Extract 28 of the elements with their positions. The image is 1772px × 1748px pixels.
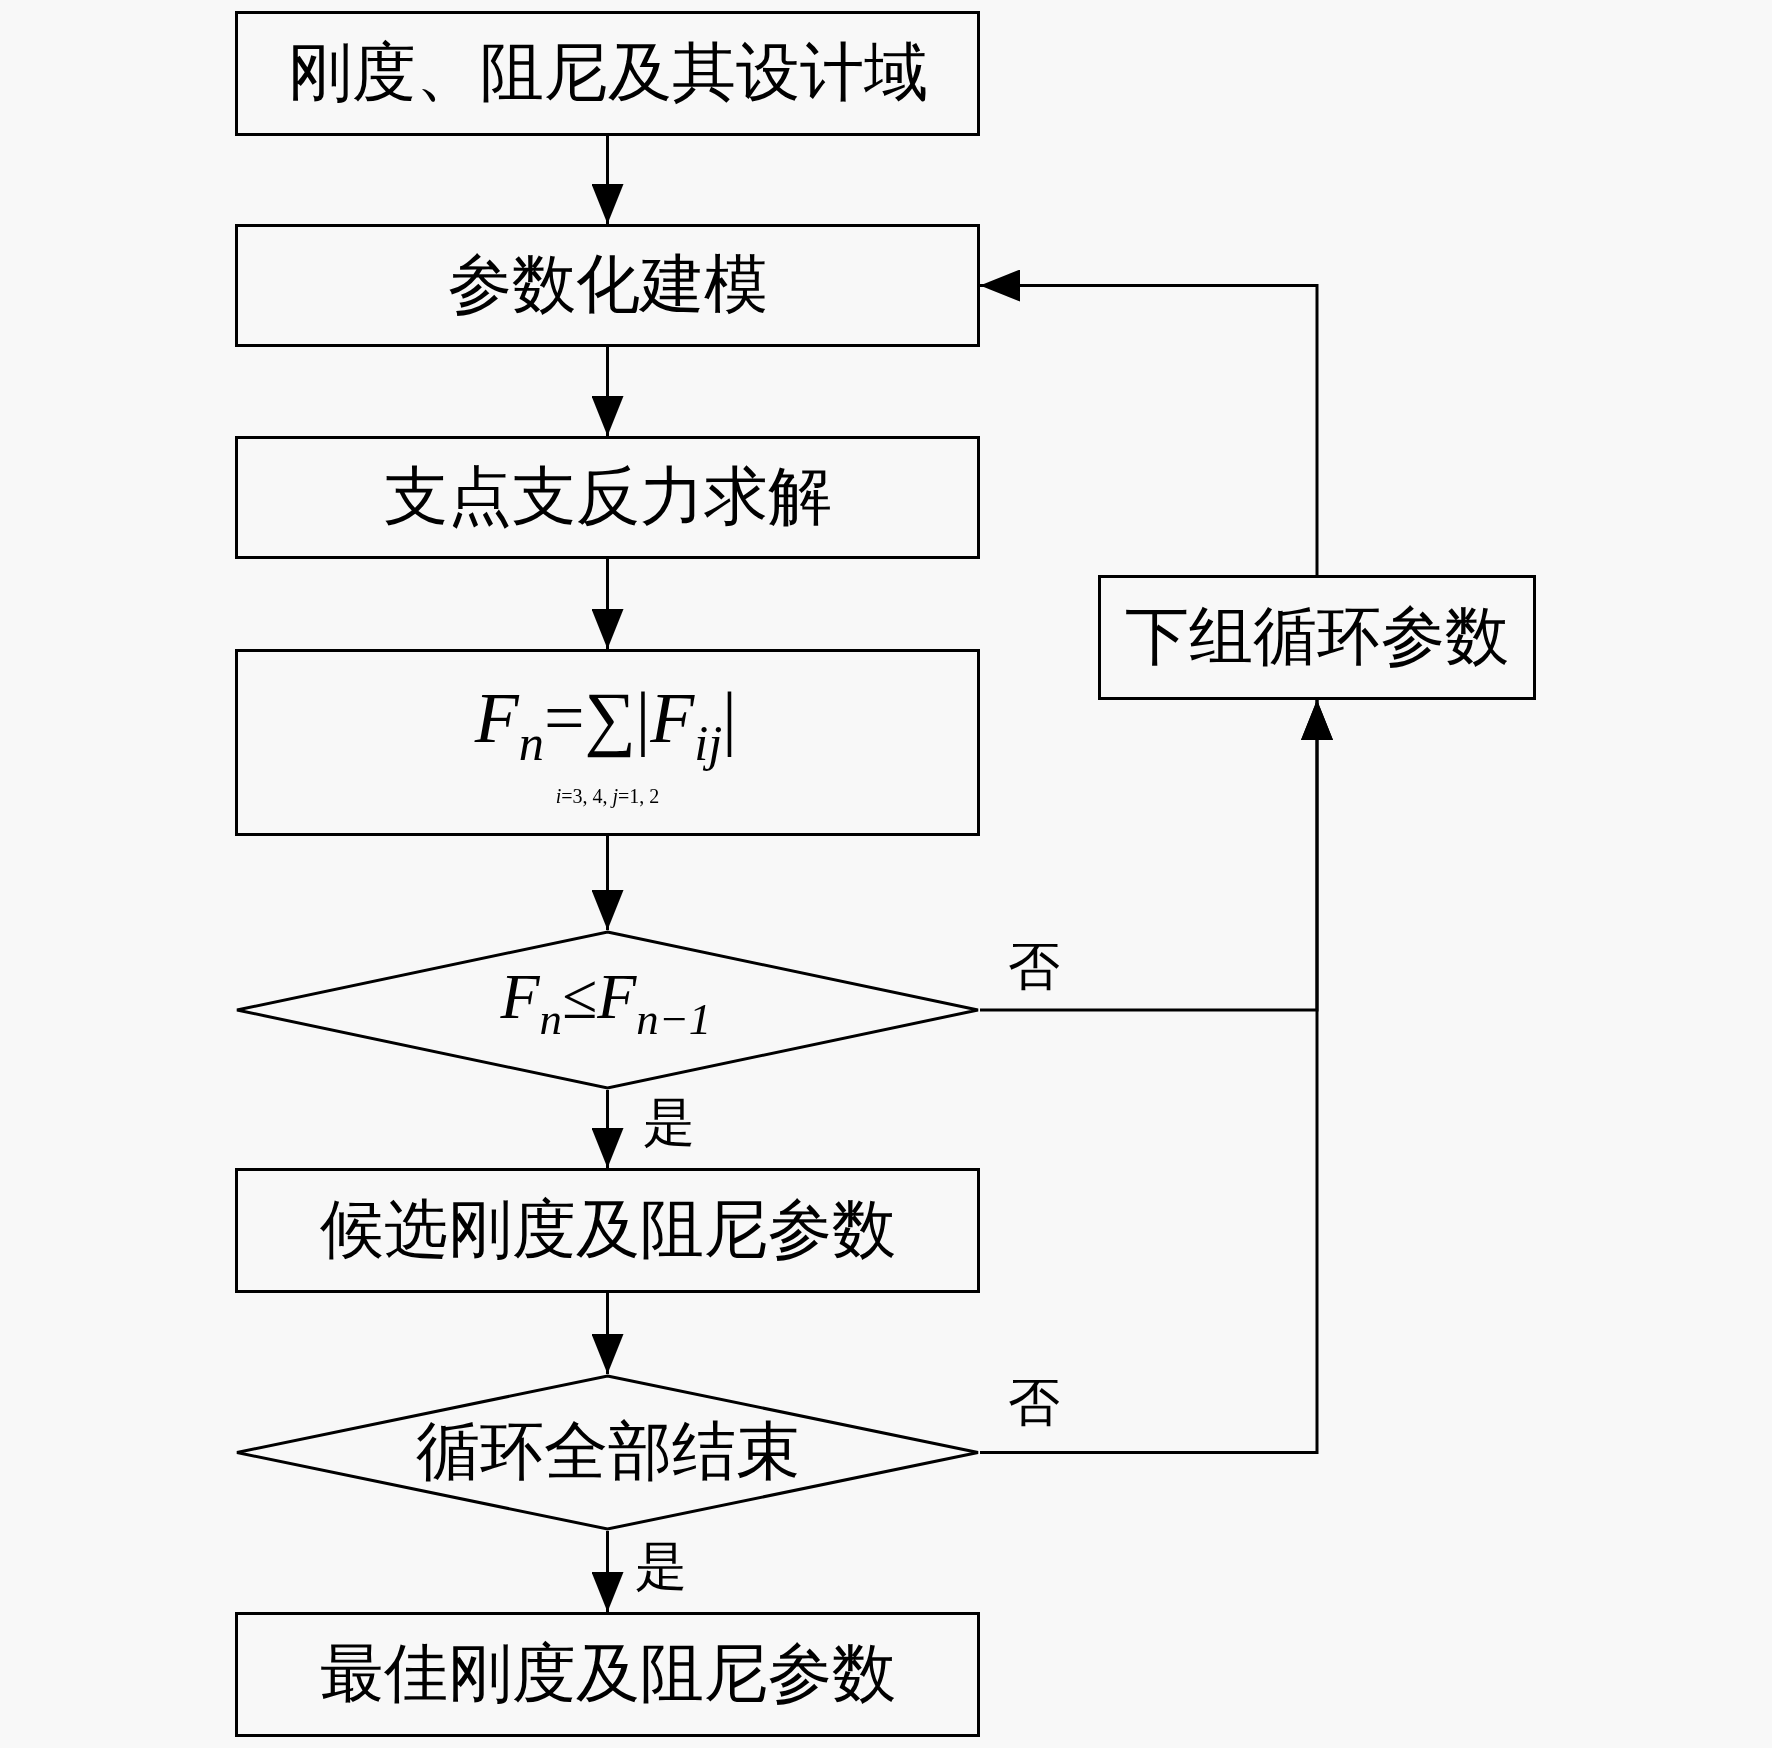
arrow: [591, 1531, 624, 1612]
step-label: 支点支反力求解: [383, 462, 832, 533]
decision-diamond: [235, 1374, 980, 1531]
arrow: [591, 1090, 624, 1168]
arrow: [980, 700, 1333, 1454]
process-box: [235, 649, 980, 836]
step-label: 最佳刚度及阻尼参数: [319, 1639, 896, 1710]
condition-formula: F$_{n}$≤F$_{n−1}$: [499, 959, 713, 1046]
arrow: [591, 836, 624, 930]
process-box: [235, 1612, 980, 1737]
process-box: [235, 1168, 980, 1293]
arrow: [591, 136, 624, 224]
arrow: [591, 559, 624, 649]
process-box: [235, 11, 980, 136]
condition-label: 循环全部结束: [415, 1417, 800, 1488]
step-label: 候选刚度及阻尼参数: [319, 1195, 896, 1266]
step-label: 下组循环参数: [1125, 602, 1509, 673]
formula: F$_{n}$=∑|F$_{ij}$|: [473, 677, 738, 773]
arrow: [591, 1293, 624, 1374]
sum-limits: i=3, 4, j=1, 2: [554, 784, 661, 809]
arrow: [591, 347, 624, 436]
decision-diamond: [235, 930, 980, 1090]
step-label: 参数化建模: [447, 250, 768, 321]
arrow: [980, 269, 1319, 575]
process-box: [1098, 575, 1536, 700]
process-box: [235, 436, 980, 559]
process-box: [235, 224, 980, 347]
step-label: 刚度、阻尼及其设计域: [287, 38, 928, 109]
